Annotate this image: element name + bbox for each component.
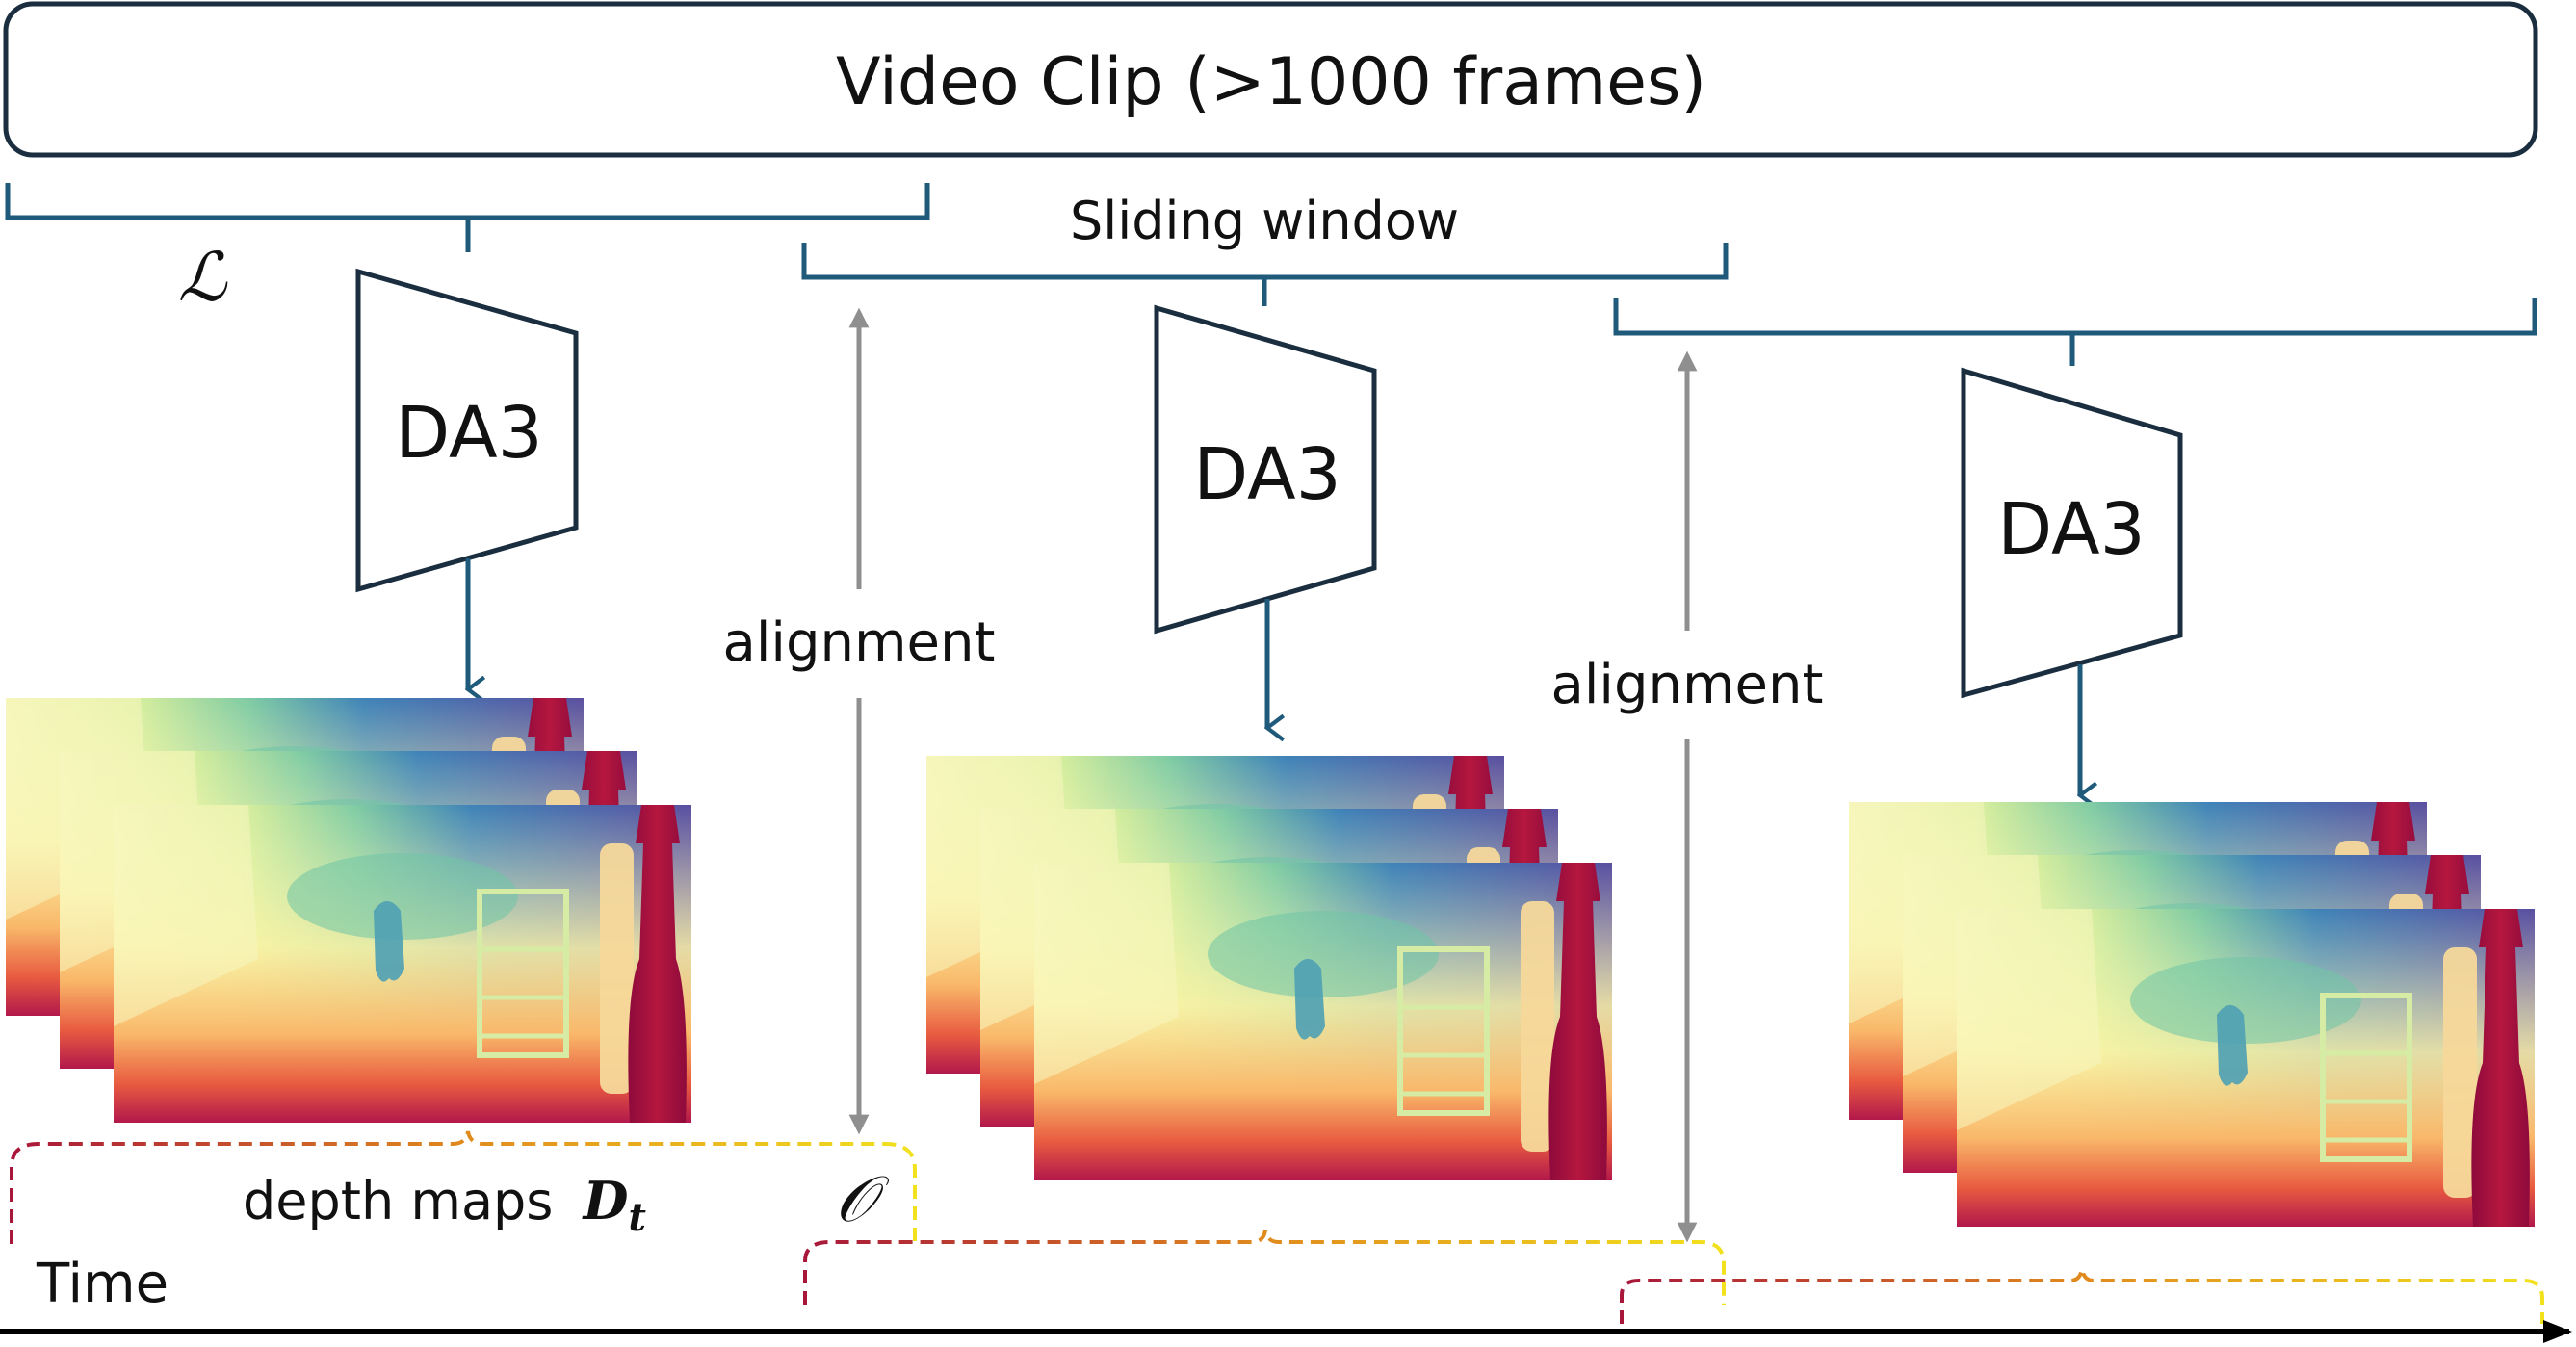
time-label: Time — [36, 1253, 169, 1315]
depth-map-stack-2 — [926, 756, 1612, 1180]
window-bracket-1 — [5, 183, 930, 252]
da3-model-1 — [355, 268, 579, 593]
depth-map-frame — [1034, 863, 1612, 1180]
window-bracket-2 — [801, 243, 1729, 306]
depth-map-frame — [114, 805, 691, 1123]
alignment-label-1: alignment — [723, 611, 996, 674]
depth-map-frame — [1957, 909, 2535, 1227]
window-bracket-3 — [1613, 298, 2537, 366]
alignment-label-2: alignment — [1551, 654, 1824, 716]
overlap-bracket-2 — [803, 1230, 1726, 1305]
depth-map-stack-1 — [6, 698, 691, 1123]
da3-label-2: DA3 — [1193, 433, 1340, 516]
window-length-symbol: ℒ — [178, 238, 228, 317]
da3-label-3: DA3 — [1997, 488, 2145, 571]
overlap-symbol: 𝒪 — [835, 1162, 890, 1236]
da3-model-2 — [1154, 304, 1377, 635]
video-clip-box — [3, 1, 2538, 158]
depth-map-stack-3 — [1849, 802, 2535, 1227]
da3-model-3 — [1961, 367, 2183, 699]
da3-label-1: DA3 — [395, 392, 542, 475]
video-clip-title: Video Clip (>1000 frames) — [836, 44, 1706, 120]
overlap-bracket-1 — [10, 1130, 917, 1244]
sliding-window-label: Sliding window — [1070, 191, 1459, 251]
depth-maps-label: depth maps Dt — [243, 1170, 646, 1240]
overlap-bracket-3 — [1620, 1268, 2544, 1324]
